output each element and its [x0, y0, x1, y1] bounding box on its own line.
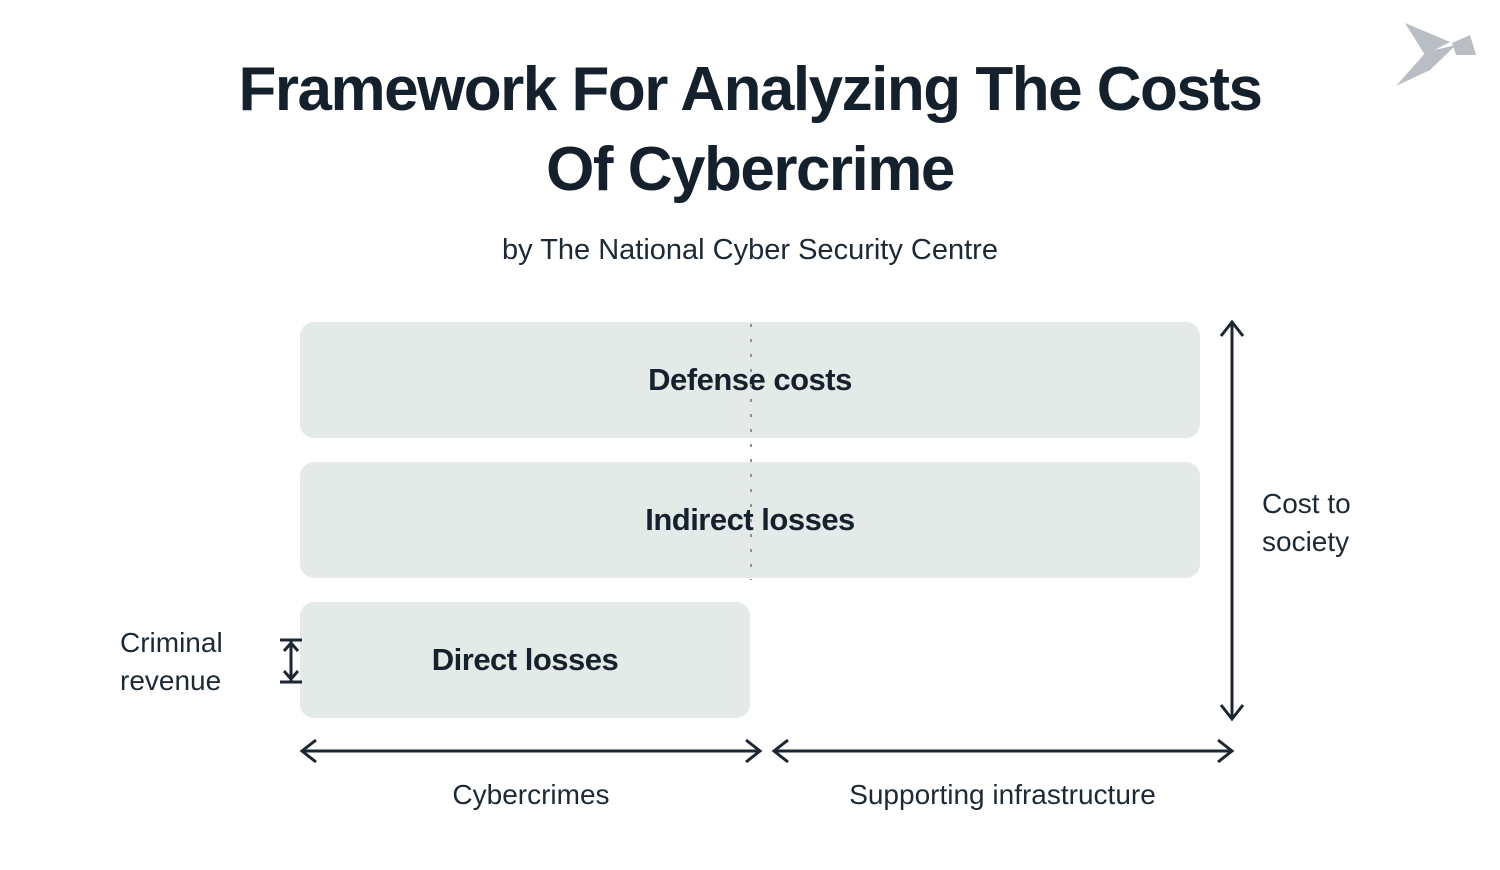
bar-indirect-losses-label: Indirect losses — [645, 502, 855, 537]
bar-direct-losses-label: Direct losses — [431, 642, 619, 677]
page-title-line1: Framework For Analyzing The Costs — [238, 55, 1263, 124]
page-title: Framework For Analyzing The Costs Of Cyb… — [0, 50, 1500, 210]
logo-head-shape — [1452, 35, 1476, 55]
logo-wing-shape — [1405, 23, 1450, 55]
cost-to-society-label: Cost to society — [1262, 485, 1351, 561]
origami-bird-logo-icon — [1396, 23, 1476, 86]
supporting-infrastructure-axis-label: Supporting infrastructure — [849, 779, 1156, 810]
bar-direct-losses: Direct losses — [300, 602, 750, 718]
logo-body-shape — [1396, 45, 1456, 86]
cost-to-society-arrow — [1219, 319, 1245, 722]
page-title-line2: Of Cybercrime — [546, 135, 955, 204]
criminal-revenue-label: Criminal revenue — [120, 624, 223, 700]
bar-indirect-losses: Indirect losses — [300, 462, 1200, 578]
bar-defense-costs-label: Defense costs — [648, 362, 852, 397]
page-subtitle: by The National Cyber Security Centre — [502, 234, 998, 266]
cybercrimes-axis-label: Cybercrimes — [452, 779, 610, 810]
criminal-revenue-arrow — [280, 638, 302, 684]
criminal-revenue-label-line1: Criminal — [120, 627, 223, 658]
cost-to-society-label-line1: Cost to — [1262, 488, 1351, 519]
criminal-revenue-label-line2: revenue — [120, 665, 222, 696]
cybercrimes-arrow — [299, 738, 763, 764]
supporting-infrastructure-arrow — [771, 738, 1235, 764]
cost-to-society-label-line2: society — [1262, 526, 1350, 557]
bar-defense-costs: Defense costs — [300, 322, 1200, 438]
